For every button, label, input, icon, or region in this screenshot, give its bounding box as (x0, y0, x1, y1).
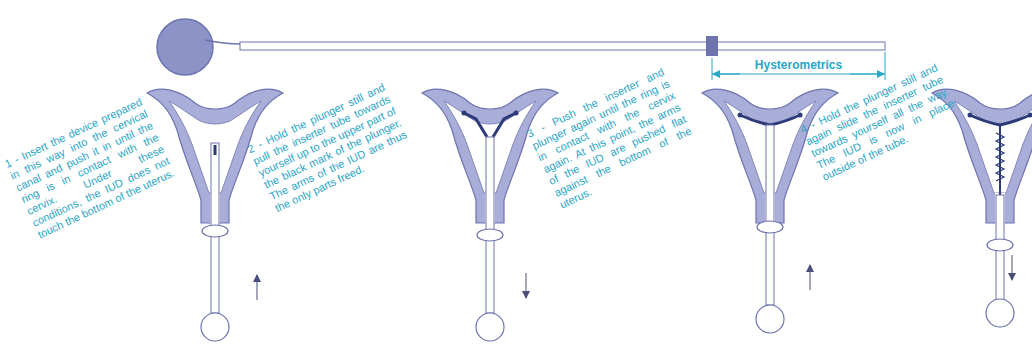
step-instruction: 1 - Insert the device prepared in this w… (3, 95, 177, 241)
step-1-illustration (147, 89, 283, 341)
step-instruction: 3 - Push the inserter and plunger again … (525, 65, 699, 211)
inserter-overview (157, 19, 885, 80)
dimension-label: Hysterometrics (712, 58, 885, 72)
step-instruction: 4 - Hold the plunger still and again sli… (798, 61, 961, 183)
